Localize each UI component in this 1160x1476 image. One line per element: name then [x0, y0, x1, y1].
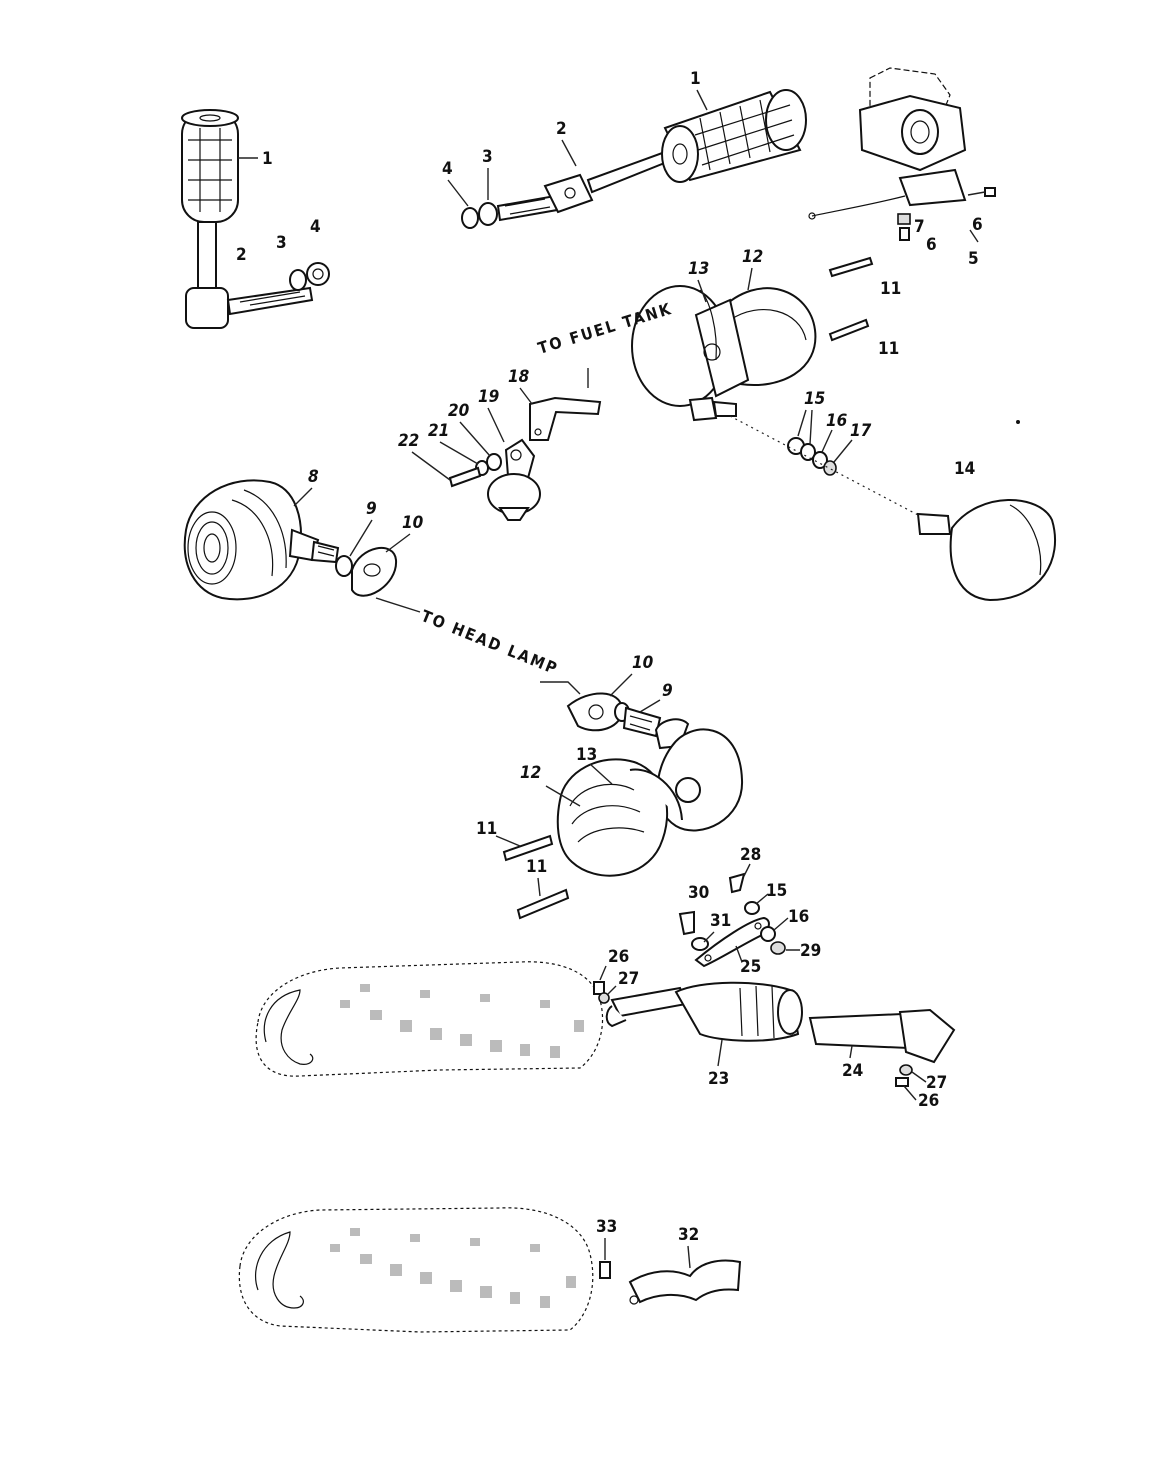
callout-26-lower: 26	[918, 1091, 939, 1111]
callout-16-upper: 16	[826, 411, 848, 431]
callout-6-top: 6	[972, 215, 983, 235]
callout-10-upper: 10	[402, 513, 424, 533]
callout-11-upper-b: 11	[878, 339, 899, 359]
callout-4-left-grip: 4	[310, 217, 321, 237]
callout-13-lower: 13	[576, 745, 597, 765]
callout-3-left-grip: 3	[276, 233, 287, 253]
callout-8: 8	[308, 467, 319, 487]
callout-3-right-grip: 3	[482, 147, 493, 167]
callout-11-lower-b: 11	[526, 857, 547, 877]
callout-15-lower: 15	[766, 881, 787, 901]
callout-1-right-grip: 1	[690, 69, 701, 89]
callout-17: 17	[850, 421, 872, 441]
callout-20: 20	[448, 401, 470, 421]
callout-9-upper: 9	[366, 499, 377, 519]
right-grip-assembly	[461, 89, 807, 229]
callout-2-right-grip: 2	[556, 119, 567, 139]
callout-27-upper: 27	[618, 969, 639, 989]
callout-18: 18	[508, 367, 530, 387]
callout-13-upper: 13	[688, 259, 709, 279]
callout-4-right-grip: 4	[442, 159, 453, 179]
callout-29: 29	[800, 941, 821, 961]
callout-11-lower-a: 11	[476, 819, 497, 839]
callout-9-lower: 9	[662, 681, 673, 701]
exhaust-bracket-hardware	[678, 872, 786, 968]
callout-10-lower: 10	[632, 653, 654, 673]
switch-bracket-assembly	[808, 67, 996, 241]
callout-30: 30	[688, 883, 709, 903]
callout-19: 19	[478, 387, 499, 407]
left-grip-assembly	[181, 109, 330, 329]
note-to-head-lamp: TO HEAD LAMP	[419, 606, 562, 678]
callout-21: 21	[428, 421, 449, 441]
callout-33: 33	[596, 1217, 617, 1237]
callout-23: 23	[708, 1069, 729, 1089]
callout-31: 31	[710, 911, 731, 931]
lower-turn-signal	[502, 692, 744, 920]
callout-2-left-grip: 2	[236, 245, 247, 265]
callout-6-bottom: 6	[926, 235, 937, 255]
callout-24: 24	[842, 1061, 863, 1081]
callout-28: 28	[740, 845, 761, 865]
rear-turn-signal-lamp	[916, 499, 1057, 602]
callout-25: 25	[740, 957, 761, 977]
callout-1-left-grip: 1	[262, 149, 273, 169]
callout-7: 7	[914, 217, 925, 237]
callout-22: 22	[398, 431, 419, 451]
callout-11-upper-a: 11	[880, 279, 901, 299]
callout-27-lower: 27	[926, 1073, 947, 1093]
callout-15-upper: 15	[804, 389, 825, 409]
lower-exhaust-assembly	[238, 1207, 742, 1333]
upper-exhaust-assembly	[255, 961, 956, 1087]
callout-26-upper: 26	[608, 947, 629, 967]
callout-32: 32	[678, 1225, 699, 1245]
left-turn-signal	[183, 479, 398, 601]
rear-lamp-hardware	[787, 437, 837, 476]
flasher-relay-bracket	[448, 396, 602, 521]
callout-14: 14	[954, 459, 975, 479]
callout-16-lower: 16	[788, 907, 809, 927]
callout-5: 5	[968, 249, 979, 269]
callout-12-lower: 12	[520, 763, 541, 783]
upper-right-turn-signal	[631, 256, 874, 422]
callout-12-upper: 12	[742, 247, 763, 267]
